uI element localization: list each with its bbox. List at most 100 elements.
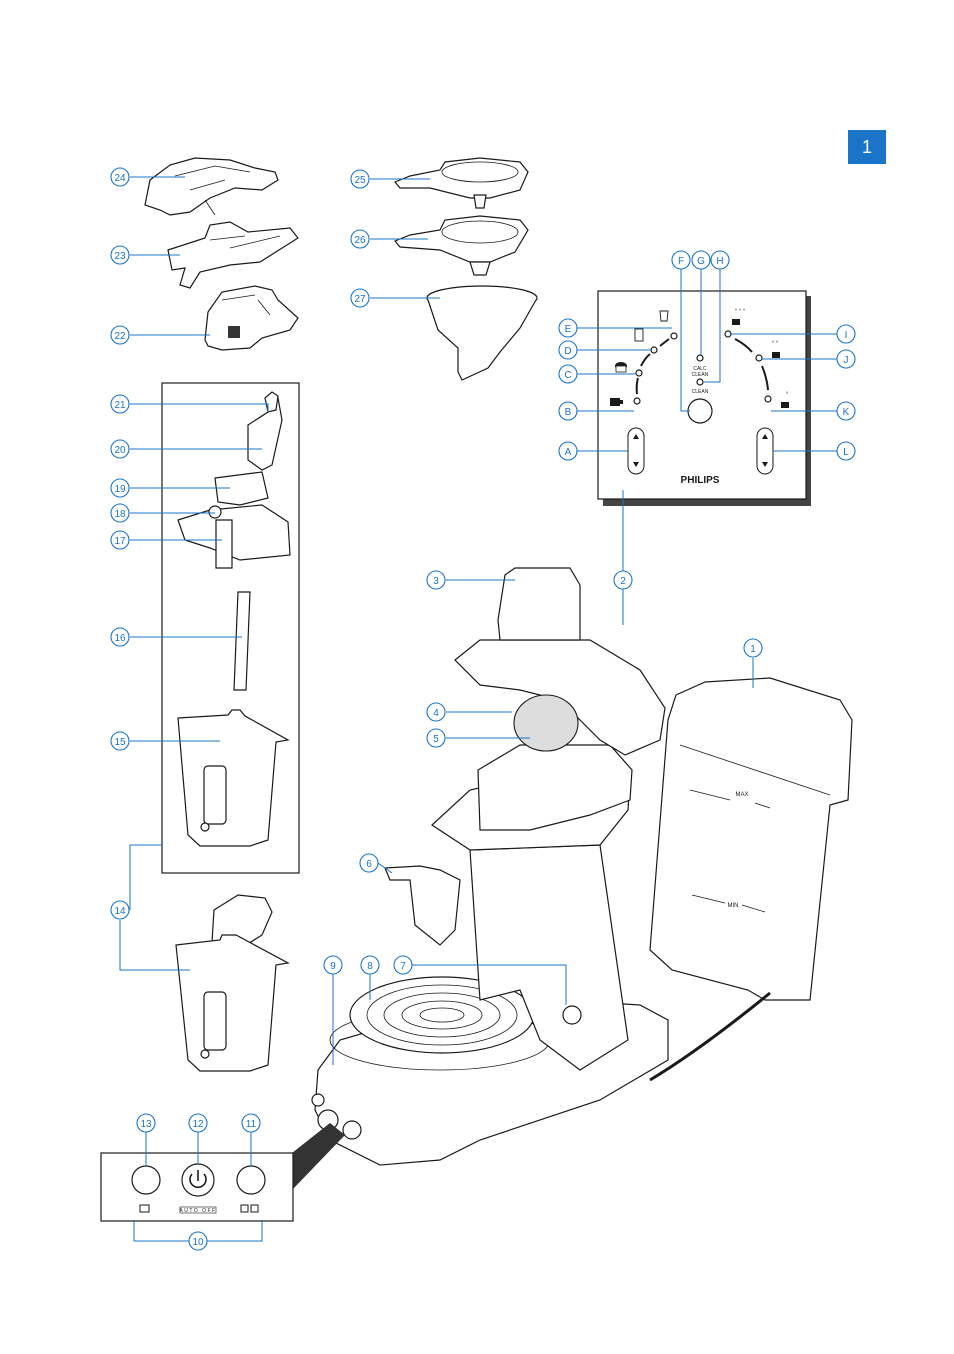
part-24-lid [144, 157, 279, 216]
part-14-milk-jug-assembled [175, 894, 290, 1072]
svg-text:°: ° [786, 392, 789, 398]
callout-15: 15 [110, 731, 130, 751]
leader-lines [119, 176, 837, 1242]
auto-off-label: AUTO OFF [179, 1208, 216, 1214]
brew-button[interactable] [687, 398, 713, 424]
svg-text:17: 17 [114, 536, 126, 547]
callout-J: J [836, 349, 856, 369]
callout-9: 9 [323, 955, 343, 975]
part-25-pad-holder-one-cup [394, 157, 529, 209]
callout-17: 17 [110, 530, 130, 550]
callout-2: 2 [613, 570, 633, 590]
callout-A: A [558, 441, 578, 461]
brand-logo: PHILIPS [681, 475, 720, 486]
callout-C: C [558, 364, 578, 384]
part-22-piercer [204, 285, 299, 351]
svg-text:° ° °: ° ° ° [735, 309, 746, 315]
svg-text:22: 22 [114, 331, 126, 342]
part-23-holder [167, 221, 299, 289]
callout-21: 21 [110, 394, 130, 414]
svg-text:G: G [697, 256, 705, 267]
callout-12: 12 [188, 1113, 208, 1133]
page-number-badge: 1 [848, 130, 886, 164]
callout-25: 25 [350, 169, 370, 189]
svg-text:F: F [678, 256, 684, 267]
callout-D: D [558, 340, 578, 360]
svg-text:4: 4 [433, 708, 439, 719]
svg-text:3: 3 [433, 576, 439, 587]
max-label: MAX [735, 792, 748, 798]
svg-text:9: 9 [330, 961, 336, 972]
svg-text:C: C [564, 370, 571, 381]
svg-text:21: 21 [114, 400, 126, 411]
part-27-funnel [426, 285, 538, 381]
double-cup-button[interactable] [236, 1165, 266, 1195]
svg-text:20: 20 [114, 445, 126, 456]
power-icon [189, 1170, 207, 1189]
single-cup-button[interactable] [131, 1165, 161, 1195]
callout-16: 16 [110, 627, 130, 647]
espresso-icon [659, 310, 669, 322]
svg-text:7: 7 [400, 961, 406, 972]
svg-text:8: 8 [367, 961, 373, 972]
part-26-pad-holder-two-cup [394, 215, 529, 276]
callout-13: 13 [136, 1113, 156, 1133]
callout-4: 4 [426, 702, 446, 722]
calc-label: CALC [693, 366, 707, 372]
svg-text:H: H [716, 256, 723, 267]
callout-6: 6 [359, 853, 379, 873]
callout-1: 1 [743, 638, 763, 658]
callout-14: 14 [110, 900, 130, 920]
callout-23: 23 [110, 245, 130, 265]
callout-K: K [836, 401, 856, 421]
svg-text:18: 18 [114, 509, 126, 520]
min-label: MIN [728, 903, 739, 909]
calc-clean-label: CLEAN [692, 372, 709, 378]
callout-18: 18 [110, 503, 130, 523]
parts-frame [161, 382, 300, 874]
water-reservoir: MAX MIN [649, 677, 853, 1082]
svg-text:J: J [844, 355, 849, 366]
svg-text:5: 5 [433, 734, 439, 745]
svg-text:E: E [565, 324, 572, 335]
button-panel-detail: AUTO OFF [100, 1123, 345, 1222]
callout-H: H [710, 250, 730, 270]
svg-text:A: A [565, 447, 572, 458]
milk-icon [634, 328, 644, 342]
callout-I: I [836, 324, 856, 344]
svg-text:10: 10 [192, 1237, 204, 1248]
svg-text:19: 19 [114, 484, 126, 495]
single-cup-icon [610, 398, 623, 406]
callout-8: 8 [360, 955, 380, 975]
callout-19: 19 [110, 478, 130, 498]
part-16-tube [233, 591, 251, 691]
svg-text:L: L [843, 447, 849, 458]
latte-icon [615, 362, 627, 373]
svg-text:26: 26 [354, 235, 366, 246]
svg-text:15: 15 [114, 737, 126, 748]
callout-F: F [671, 250, 691, 270]
callout-22: 22 [110, 325, 130, 345]
svg-text:6: 6 [366, 859, 372, 870]
double-cup-icon [240, 1204, 259, 1213]
callout-5: 5 [426, 728, 446, 748]
callout-3: 3 [426, 570, 446, 590]
callout-L: L [836, 441, 856, 461]
callout-E: E [558, 318, 578, 338]
svg-text:2: 2 [620, 576, 626, 587]
svg-text:13: 13 [140, 1119, 152, 1130]
callout-20: 20 [110, 439, 130, 459]
callout-26: 26 [350, 229, 370, 249]
svg-text:25: 25 [354, 175, 366, 186]
coffee-machine [311, 567, 669, 1166]
callout-10: 10 [188, 1231, 208, 1251]
svg-text:I: I [845, 330, 848, 341]
callout-24: 24 [110, 167, 130, 187]
svg-text:B: B [565, 407, 572, 418]
svg-text:27: 27 [354, 294, 366, 305]
control-panel: ° ° ° ° ° ° CALC CLEAN CLEAN PHILIPS [597, 290, 811, 506]
callout-G: G [691, 250, 711, 270]
svg-text:1: 1 [750, 644, 756, 655]
svg-text:D: D [564, 346, 571, 357]
